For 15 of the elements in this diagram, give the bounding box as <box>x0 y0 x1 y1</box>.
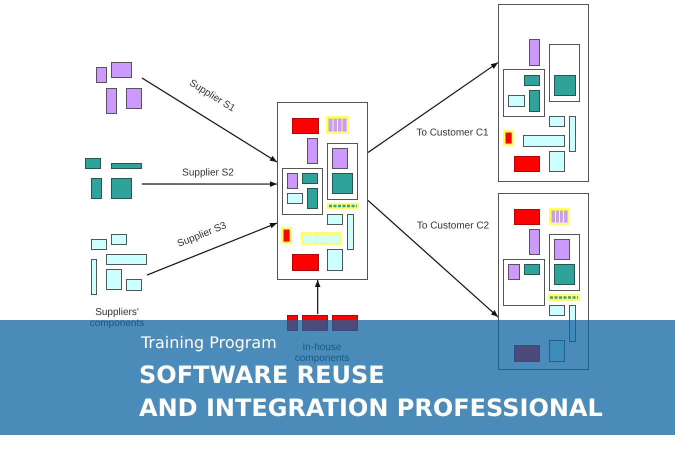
component-blocks-drawing <box>89 233 147 296</box>
arrow <box>146 222 278 276</box>
banner-title: SOFTWARE REUSE AND INTEGRATION PROFESSIONAL <box>139 363 603 420</box>
arrow <box>368 62 498 154</box>
edge-label: To Customer C1 <box>415 128 490 139</box>
arrow <box>314 280 320 314</box>
edge-label: Supplier S2 <box>180 167 234 178</box>
edge-label: To Customer C2 <box>416 220 490 232</box>
subtitle-text: Training Program <box>141 334 277 352</box>
component-blocks-drawing <box>94 61 142 114</box>
group-caption: Suppliers' components <box>90 307 144 329</box>
arrow <box>142 77 278 162</box>
component-blocks-drawing <box>84 157 142 200</box>
arrow <box>368 200 498 318</box>
arrow <box>142 181 277 187</box>
